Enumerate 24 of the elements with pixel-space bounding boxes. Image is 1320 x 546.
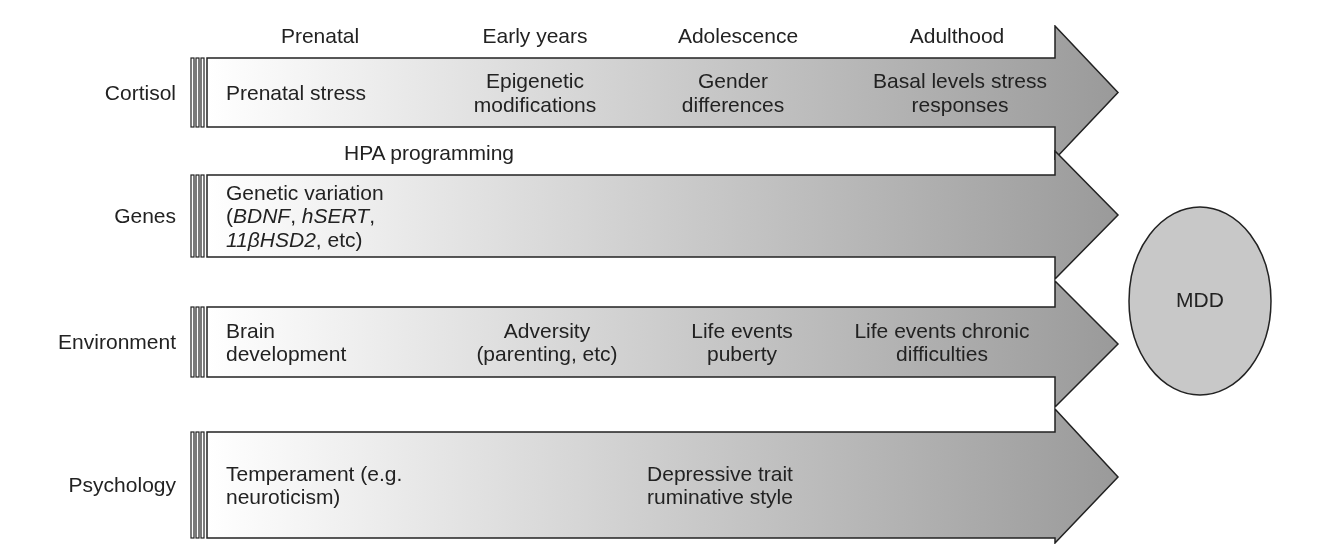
column-heading: Adulthood xyxy=(908,24,1006,48)
band-text: Gender differences xyxy=(680,69,786,117)
band-text: Adversity (parenting, etc) xyxy=(475,318,619,366)
band-text: Prenatal stress xyxy=(226,80,368,104)
node-text: MDD xyxy=(1175,288,1225,312)
column-heading: Prenatal xyxy=(279,24,361,48)
annotation-text: HPA programming xyxy=(344,141,514,165)
band-text: Temperament (e.g. neuroticism) xyxy=(226,461,404,509)
band-text: Depressive trait ruminative style xyxy=(646,461,794,509)
row-label: Cortisol xyxy=(104,80,176,104)
band-text: Brain development xyxy=(226,318,348,366)
ellipse-node xyxy=(1128,206,1272,396)
row-label: Genes xyxy=(114,204,176,228)
band-text: Life events puberty xyxy=(690,318,794,366)
band-text: Life events chronic difficulties xyxy=(853,318,1031,366)
arrow-band xyxy=(190,408,1120,544)
column-heading: Early years xyxy=(481,24,589,48)
row-label: Psychology xyxy=(68,473,176,497)
arrow-band xyxy=(190,280,1120,408)
band-text: Basal levels stress responses xyxy=(872,69,1048,117)
band-text: Epigenetic modifications xyxy=(472,69,598,117)
row-label: Environment xyxy=(58,330,176,354)
column-heading: Adolescence xyxy=(676,24,800,48)
band-text: Genetic variation (BDNF, hSERT, 11βHSD2, etc) xyxy=(226,180,385,252)
